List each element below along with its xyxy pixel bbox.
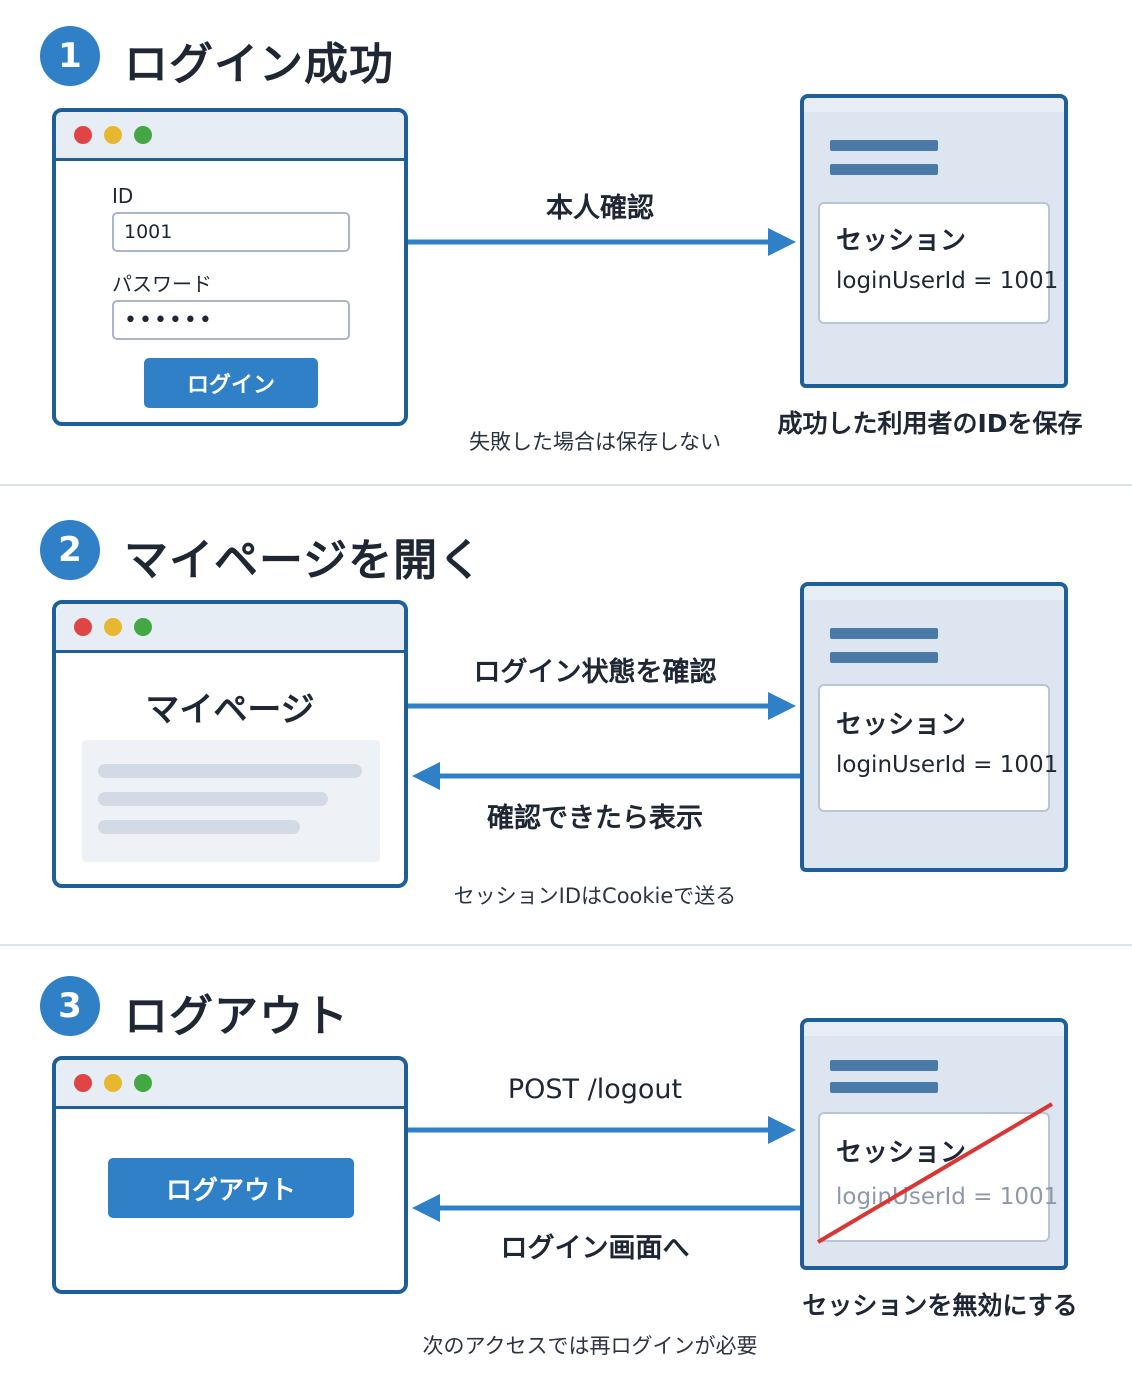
step-2-title: マイページを開く	[124, 535, 484, 586]
step-3-badge: 3	[40, 976, 100, 1036]
step-3-title: ログアウト	[124, 991, 349, 1042]
server-stripe	[830, 652, 938, 663]
server-box-1: セッション loginUserId = 1001	[800, 94, 1068, 388]
login-browser-window: ID 1001 パスワード •••••• ログイン	[52, 108, 408, 426]
arrow-3-forward	[408, 1116, 796, 1144]
session-title: セッション	[836, 226, 967, 256]
session-value-invalid: loginUserId = 1001	[836, 1184, 1059, 1210]
password-label: パスワード	[112, 272, 212, 296]
mypage-browser-window: マイページ	[52, 600, 408, 888]
text-line	[98, 792, 328, 806]
arrow-3-back	[412, 1194, 800, 1222]
minimize-dot-icon	[104, 126, 122, 144]
server-stripe	[830, 1082, 938, 1093]
arrow-1-forward	[408, 228, 796, 256]
server-box-3: セッション loginUserId = 1001	[800, 1018, 1068, 1270]
logout-button[interactable]: ログアウト	[108, 1158, 354, 1218]
close-dot-icon	[74, 618, 92, 636]
session-title: セッション	[836, 1138, 967, 1168]
session-title: セッション	[836, 710, 967, 740]
to-login-screen-label: ログイン画面へ	[500, 1233, 690, 1264]
server-lid	[800, 94, 1068, 112]
browser-titlebar	[56, 1060, 404, 1109]
step-1-badge: 1	[40, 26, 100, 86]
arrow-2-forward	[408, 692, 796, 720]
step-1-title: ログイン成功	[124, 39, 394, 90]
session-card: セッション loginUserId = 1001	[818, 202, 1058, 324]
session-value: loginUserId = 1001	[836, 752, 1059, 778]
step-2-badge: 2	[40, 520, 100, 580]
session-value: loginUserId = 1001	[836, 268, 1059, 294]
close-dot-icon	[74, 1074, 92, 1092]
password-input[interactable]: ••••••	[112, 300, 350, 340]
text-line	[98, 764, 362, 778]
section-divider	[0, 944, 1132, 946]
check-login-label: ログイン状態を確認	[473, 657, 717, 688]
post-logout-label: POST /logout	[507, 1074, 683, 1105]
strike-through-line	[816, 1102, 1054, 1244]
relogin-note: 次のアクセスでは再ログインが必要	[422, 1334, 758, 1358]
session-card: セッション loginUserId = 1001	[818, 684, 1058, 812]
close-dot-icon	[74, 126, 92, 144]
maximize-dot-icon	[134, 126, 152, 144]
section-divider	[0, 484, 1132, 486]
server-stripe	[830, 1060, 938, 1071]
save-id-caption: 成功した利用者のIDを保存	[777, 409, 1083, 438]
cookie-note: セッションIDはCookieで送る	[453, 884, 737, 908]
browser-titlebar	[56, 112, 404, 161]
server-stripe	[830, 140, 938, 151]
server-lid	[800, 582, 1068, 600]
arrow-2-back	[412, 762, 800, 790]
page-content-placeholder	[82, 740, 380, 862]
server-stripe	[830, 164, 938, 175]
invalidate-caption: セッションを無効にする	[802, 1291, 1078, 1320]
mypage-heading: マイページ	[145, 690, 315, 730]
show-if-confirmed-label: 確認できたら表示	[487, 803, 703, 834]
maximize-dot-icon	[134, 1074, 152, 1092]
login-button[interactable]: ログイン	[144, 358, 318, 408]
server-lid	[800, 1018, 1068, 1036]
logout-browser-window: ログアウト	[52, 1056, 408, 1294]
id-input[interactable]: 1001	[112, 212, 350, 252]
server-box-2: セッション loginUserId = 1001	[800, 582, 1068, 872]
server-stripe	[830, 628, 938, 639]
failure-note: 失敗した場合は保存しない	[469, 430, 721, 454]
maximize-dot-icon	[134, 618, 152, 636]
text-line	[98, 820, 300, 834]
id-label: ID	[112, 184, 134, 208]
verify-identity-label: 本人確認	[546, 193, 654, 224]
minimize-dot-icon	[104, 1074, 122, 1092]
browser-titlebar	[56, 604, 404, 653]
invalidated-session-card: セッション loginUserId = 1001	[816, 1102, 1058, 1244]
minimize-dot-icon	[104, 618, 122, 636]
